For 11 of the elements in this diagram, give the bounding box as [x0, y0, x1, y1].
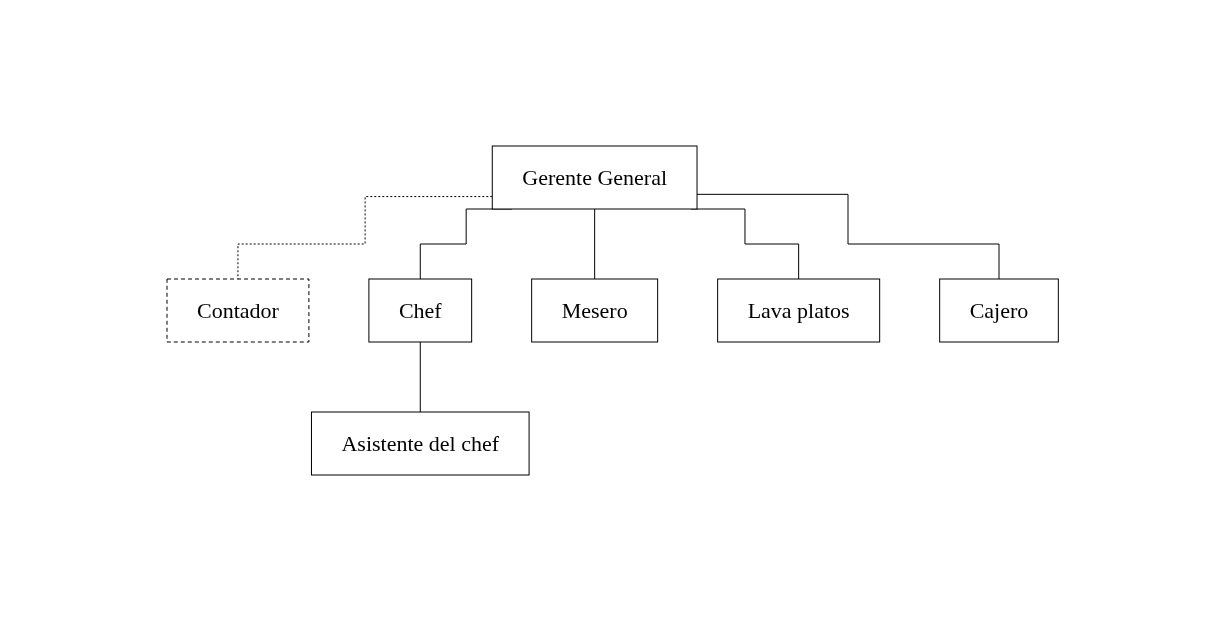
node-box: Asistente del chef: [310, 411, 530, 475]
connector: [419, 341, 421, 412]
connector: [696, 193, 1000, 279]
connector: [594, 208, 595, 279]
node-box: Gerente General: [491, 145, 698, 209]
node-box: Chef: [368, 278, 472, 342]
node-box: Mesero: [531, 278, 658, 342]
connector: [237, 195, 493, 279]
node-box: Lava platos: [716, 278, 880, 342]
node-box: Cajero: [939, 278, 1059, 342]
node-box: Contador: [166, 278, 310, 342]
